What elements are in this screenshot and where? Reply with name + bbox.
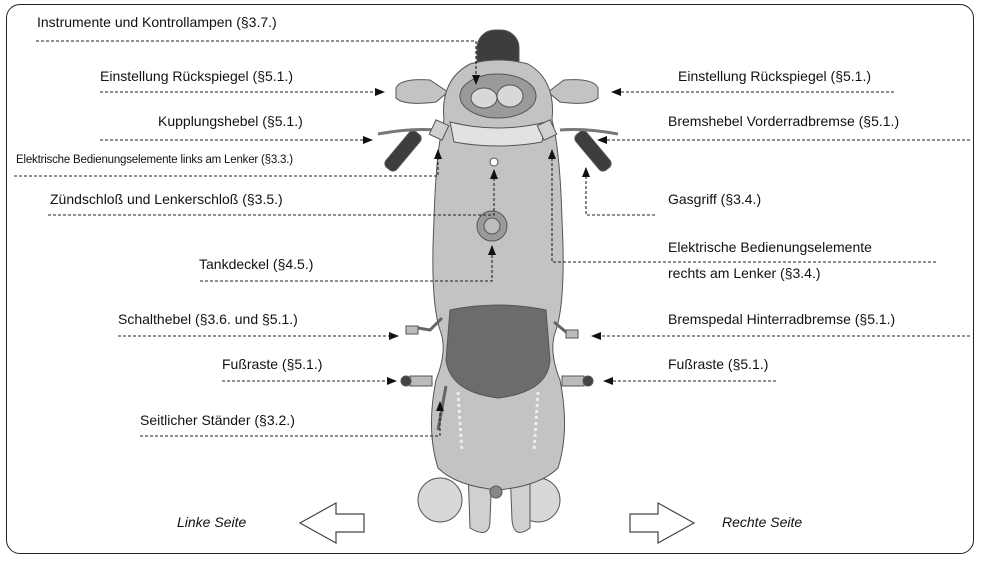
label-elektrisch-rechts-line1: Elektrische Bedienungselemente [668,239,872,255]
motorcycle-top-view [378,30,618,533]
label-tankdeckel: Tankdeckel (§4.5.) [199,256,313,272]
mirror-left [396,80,448,104]
arrow-right-icon [630,503,694,543]
label-instrumente: Instrumente und Kontrollampen (§3.7.) [37,14,277,30]
label-rueckspiegel-right: Einstellung Rückspiegel (§5.1.) [678,68,871,84]
label-zuendschloss: Zündschloß und Lenkerschloß (§3.5.) [50,191,283,207]
label-linke-seite: Linke Seite [177,514,246,530]
label-bremspedal: Bremspedal Hinterradbremse (§5.1.) [668,311,895,327]
label-elektrisch-rechts-line2: rechts am Lenker (§3.4.) [668,265,821,281]
label-fussraste-left: Fußraste (§5.1.) [222,356,322,372]
label-rueckspiegel-left: Einstellung Rückspiegel (§5.1.) [100,68,293,84]
label-rechte-seite: Rechte Seite [722,514,802,530]
label-seitenstaender: Seitlicher Ständer (§3.2.) [140,412,295,428]
label-schalthebel: Schalthebel (§3.6. und §5.1.) [118,311,298,327]
label-bremshebel: Bremshebel Vorderradbremse (§5.1.) [668,113,899,129]
mirror-right [548,80,598,104]
label-fussraste-right: Fußraste (§5.1.) [668,356,768,372]
label-kupplungshebel: Kupplungshebel (§5.1.) [158,113,303,129]
arrow-left-icon [300,503,364,543]
label-gasgriff: Gasgriff (§3.4.) [668,191,761,207]
seat [446,305,550,398]
label-elektrisch-links: Elektrische Bedienungselemente links am … [16,152,293,168]
